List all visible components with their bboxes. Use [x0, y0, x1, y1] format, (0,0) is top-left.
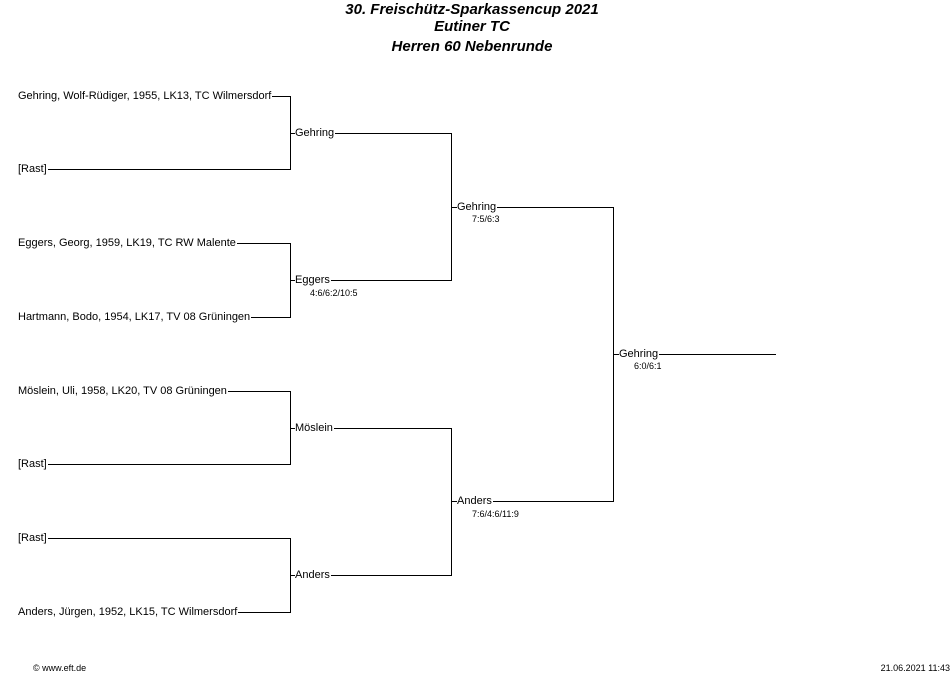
round3-winner: Gehring	[457, 201, 498, 214]
tournament-title: 30. Freischütz-Sparkassencup 2021	[345, 1, 599, 18]
copyright-text: © www.eft.de	[33, 663, 87, 673]
round1-player: Möslein, Uli, 1958, LK20, TV 08 Grüninge…	[18, 385, 228, 398]
round2-winner: Gehring	[295, 127, 336, 140]
final-score: 6:0/6:1	[634, 361, 662, 371]
club-name: Eutiner TC	[434, 18, 510, 35]
round1-player: [Rast]	[18, 532, 48, 545]
round2-winner: Eggers	[295, 274, 331, 287]
round2-winner: Möslein	[295, 422, 334, 435]
round3-score: 7:5/6:3	[472, 214, 500, 224]
round3-score: 7:6/4:6/11:9	[472, 509, 519, 519]
round3-winner: Anders	[457, 495, 493, 508]
round1-player: [Rast]	[18, 458, 48, 471]
round1-player: Gehring, Wolf-Rüdiger, 1955, LK13, TC Wi…	[18, 90, 273, 103]
category-title: Herren 60 Nebenrunde	[391, 38, 553, 55]
round2-winner: Anders	[295, 569, 331, 582]
timestamp: 21.06.2021 11:43	[880, 663, 950, 673]
round1-player: [Rast]	[18, 163, 48, 176]
round1-player: Hartmann, Bodo, 1954, LK17, TV 08 Grünin…	[18, 311, 252, 324]
round1-player: Anders, Jürgen, 1952, LK15, TC Wilmersdo…	[18, 606, 239, 619]
round2-score: 4:6/6:2/10:5	[310, 288, 358, 298]
final-winner: Gehring	[619, 348, 660, 361]
round1-player: Eggers, Georg, 1959, LK19, TC RW Malente	[18, 237, 237, 250]
